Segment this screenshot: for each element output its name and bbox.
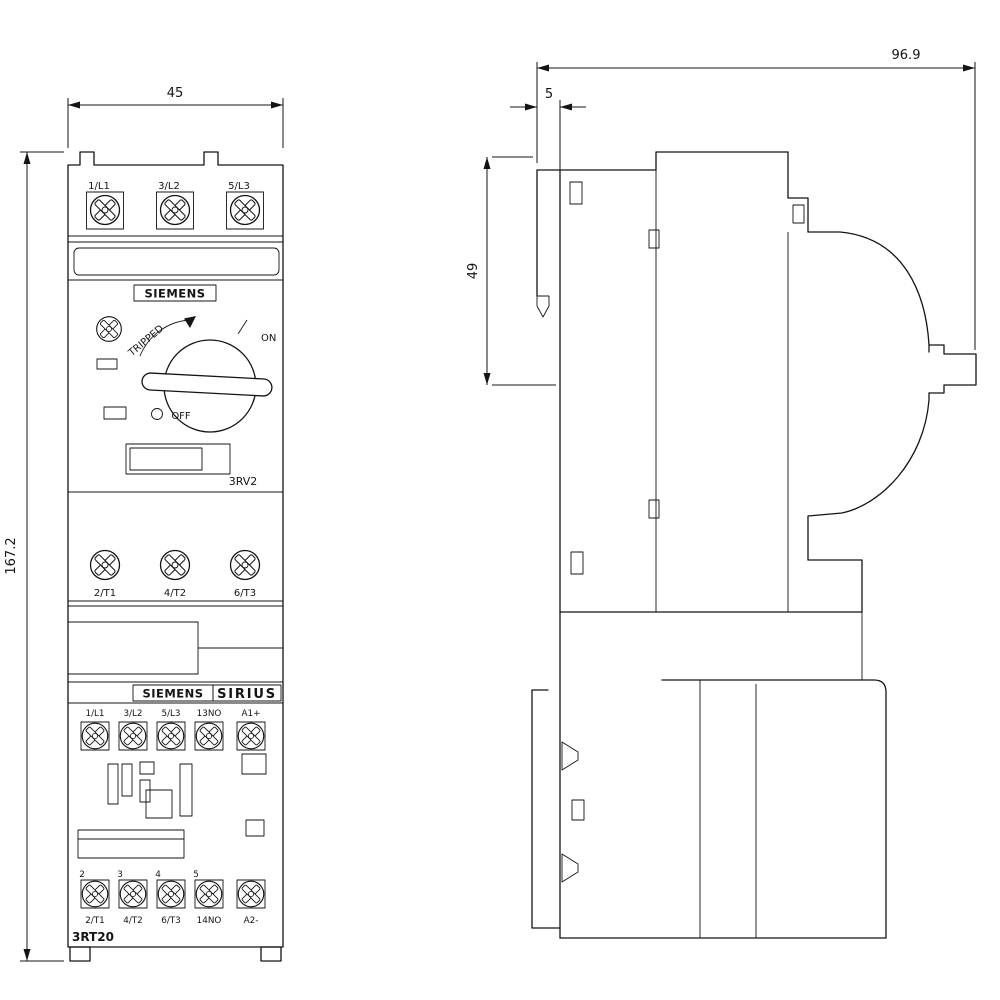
side-upper-height-dimension: 49 — [466, 156, 556, 386]
contactor-bottom-terminals: 2/T1 4/T2 6/T3 14NO A2- — [80, 879, 266, 926]
contactor-model-label: 3RT20 — [72, 930, 114, 944]
contactor-series-text: SIRIUS — [217, 687, 277, 702]
contactor-brand-plate: SIEMENS SIRIUS — [132, 684, 282, 702]
terminal-label: 3/L2 — [123, 709, 142, 719]
terminal-label: 2/T1 — [85, 916, 105, 926]
handle-lever[interactable] — [141, 372, 273, 397]
terminal-screw-icon — [195, 722, 223, 750]
pin-number: 5 — [193, 870, 199, 880]
breaker-model-label: 3RV2 — [229, 475, 258, 488]
front-height-dimension: 167.2 — [4, 151, 64, 962]
off-position-label: OFF — [171, 411, 191, 422]
front-foot-right — [260, 946, 282, 962]
link-module — [68, 621, 283, 683]
terminal-screw-icon — [195, 880, 223, 908]
terminal-label: 14NO — [197, 916, 222, 926]
terminal-screw-icon — [81, 880, 109, 908]
front-height-label: 167.2 — [4, 537, 19, 574]
terminal-label: 4/T2 — [164, 588, 186, 599]
contactor-brand-text: SIEMENS — [142, 687, 203, 701]
terminal-screw-icon — [229, 549, 261, 581]
front-width-dimension: 45 — [67, 86, 284, 148]
terminal-label: 1/L1 — [88, 181, 110, 192]
terminal-label: 13NO — [197, 709, 222, 719]
front-body-outline — [67, 151, 284, 948]
contactor-top-terminals — [80, 721, 266, 751]
side-depth-dimension: 96.9 — [536, 48, 976, 350]
terminal-screw-icon — [81, 722, 109, 750]
contactor-section: SIEMENS SIRIUS 1/L1 3/L2 5/L3 13NO A1+ — [68, 684, 283, 944]
contactor-mechanism-detail — [77, 753, 267, 859]
terminal-screw-icon — [237, 880, 265, 908]
terminal-screw-icon — [157, 880, 185, 908]
breaker-section: 1/L1 3/L2 5/L3 SIEMENS — [68, 181, 283, 607]
side-rail-offset-label: 5 — [545, 87, 553, 102]
reset-slot — [103, 406, 127, 420]
terminal-label: 5/L3 — [228, 181, 250, 192]
pin-number: 2 — [79, 870, 85, 880]
terminal-label: 6/T3 — [234, 588, 256, 599]
terminal-screw-icon — [119, 722, 147, 750]
terminal-screw-icon — [159, 549, 191, 581]
terminal-label: 1/L1 — [85, 709, 104, 719]
terminal-label: A1+ — [242, 709, 261, 719]
side-view: 96.9 5 49 — [466, 48, 977, 939]
terminal-screw-icon — [157, 722, 185, 750]
breaker-top-terminal-labels: 1/L1 3/L2 5/L3 — [88, 181, 250, 192]
terminal-label: 2/T1 — [94, 588, 116, 599]
tripped-label: TRIPPED — [126, 323, 166, 359]
front-width-label: 45 — [167, 86, 184, 101]
pin-number: 4 — [155, 870, 161, 880]
side-upper-assembly — [536, 151, 977, 613]
terminal-label: 3/L2 — [158, 181, 180, 192]
contactor-pin-numbers: 2 3 4 5 — [79, 870, 199, 880]
breaker-brand-plate: SIEMENS — [133, 284, 217, 302]
pin-number: 3 — [117, 870, 123, 880]
off-position-mark — [151, 408, 163, 420]
mounting-screw-icon — [96, 316, 122, 342]
terminal-label: 5/L3 — [161, 709, 180, 719]
breaker-top-terminals — [86, 191, 264, 230]
breaker-bottom-terminals: 2/T1 4/T2 6/T3 — [89, 549, 261, 599]
terminal-screw-icon — [229, 194, 261, 226]
current-adjustment-dial[interactable] — [125, 443, 231, 475]
terminal-screw-icon — [89, 194, 121, 226]
front-view: 45 167.2 1/L1 3/L2 5/L3 — [4, 86, 284, 962]
side-upper-height-label: 49 — [466, 263, 481, 280]
terminal-label: A2- — [244, 916, 259, 926]
terminal-screw-icon — [159, 194, 191, 226]
side-rail-offset-dimension: 5 — [510, 87, 586, 170]
breaker-cover-plate — [73, 247, 280, 276]
terminal-screw-icon — [237, 722, 265, 750]
terminal-screw-icon — [89, 549, 121, 581]
test-button[interactable] — [96, 358, 118, 370]
breaker-brand-text: SIEMENS — [144, 287, 205, 301]
front-foot-left — [69, 946, 91, 962]
rotary-handle[interactable]: ON OFF — [141, 319, 277, 433]
contactor-top-terminal-labels: 1/L1 3/L2 5/L3 13NO A1+ — [85, 709, 260, 719]
side-depth-label: 96.9 — [892, 48, 921, 63]
on-position-label: ON — [261, 333, 276, 344]
terminal-label: 6/T3 — [161, 916, 181, 926]
side-lower-assembly — [531, 611, 887, 939]
terminal-label: 4/T2 — [123, 916, 143, 926]
terminal-screw-icon — [119, 880, 147, 908]
